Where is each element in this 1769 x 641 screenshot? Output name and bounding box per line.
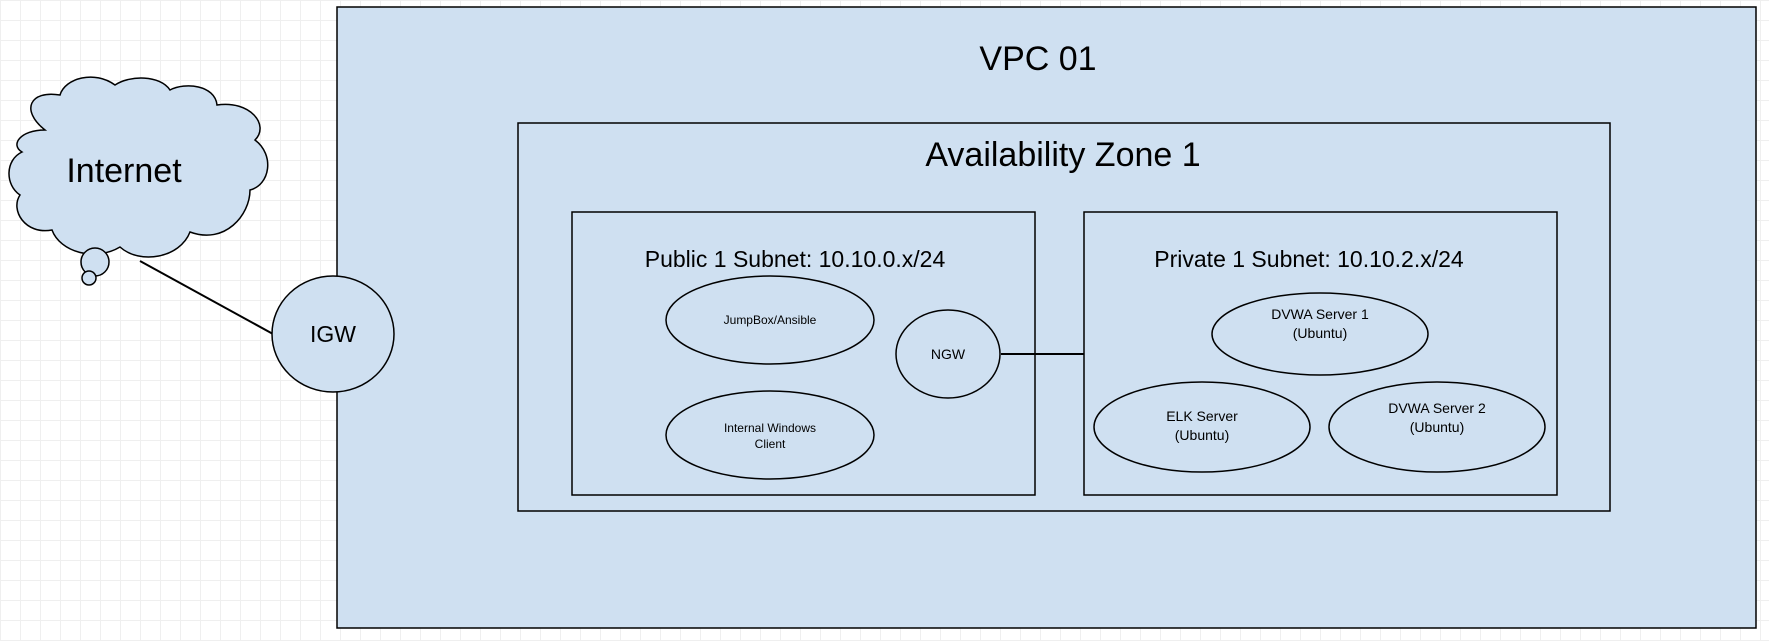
cloud-icon (8, 76, 269, 258)
dvwa-server-2-node[interactable] (1328, 381, 1546, 473)
dvwa-server-1-node[interactable] (1211, 292, 1429, 376)
elk-server-label-line2: (Ubuntu) (1175, 427, 1229, 443)
internet-cloud[interactable]: Internet (8, 76, 269, 286)
cloud-bubble-small (81, 270, 97, 286)
dvwa-server-1-label-line1: DVWA Server 1 (1271, 306, 1369, 322)
ngw-node[interactable] (895, 309, 1001, 399)
internet-igw-connector[interactable] (139, 260, 274, 335)
availability-zone-label: Availability Zone 1 (925, 136, 1200, 174)
dvwa-server-1-label-line2: (Ubuntu) (1293, 325, 1347, 341)
elk-server-node[interactable] (1093, 381, 1311, 473)
jumpbox-node[interactable] (665, 275, 875, 365)
vpc-label: VPC 01 (979, 40, 1096, 78)
private-subnet-label: Private 1 Subnet: 10.10.2.x/24 (1154, 246, 1464, 272)
windows-client-label-line2: Client (755, 437, 786, 451)
elk-server-label-line1: ELK Server (1166, 408, 1238, 424)
ngw-label: NGW (931, 346, 966, 362)
internet-label: Internet (66, 152, 182, 190)
windows-client-label-line1: Internal Windows (724, 421, 816, 435)
dvwa-server-2-label-line1: DVWA Server 2 (1388, 400, 1486, 416)
igw-node[interactable] (271, 275, 395, 393)
windows-client-node[interactable] (665, 390, 875, 480)
public-subnet-label: Public 1 Subnet: 10.10.0.x/24 (645, 246, 946, 272)
dvwa-server-2-label-line2: (Ubuntu) (1410, 419, 1464, 435)
jumpbox-label: JumpBox/Ansible (724, 313, 817, 327)
igw-label: IGW (310, 321, 356, 347)
